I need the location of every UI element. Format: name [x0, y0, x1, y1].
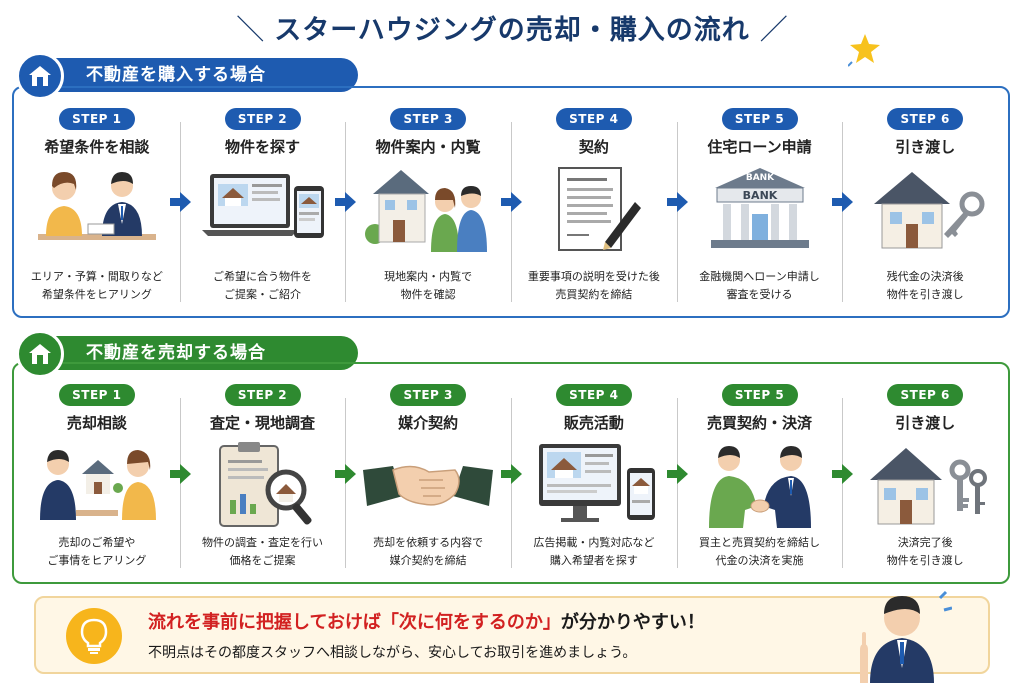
step-badge: STEP 5 — [721, 384, 798, 406]
clipboard-magnifier-icon — [218, 442, 312, 527]
title-deco-left: ＼ — [236, 13, 265, 46]
step-description: 売却のご希望やご事情をヒアリング — [47, 536, 147, 567]
sell-step-1: STEP 1 売却相談 売却のご希望やご事情をヒアリング — [14, 364, 191, 582]
step-title: 媒介契約 — [398, 414, 459, 432]
step-description: ご希望に合う物件をご提案・ご紹介 — [213, 270, 312, 301]
bank-sign-text: BANK — [745, 173, 774, 183]
house-keys-icon — [870, 448, 988, 525]
step-title: 住宅ローン申請 — [707, 138, 812, 156]
buy-steps: STEP 1 希望条件を相談 エリア・予算・間取りなど希望条件をヒアリング ST… — [14, 88, 1008, 316]
title-deco-right: ／ — [759, 13, 788, 46]
arrow-right-icon — [169, 192, 191, 212]
laptop-phone-icon — [201, 174, 324, 238]
star-icon — [848, 34, 880, 67]
step-title: 販売活動 — [563, 414, 624, 432]
step-title: 引き渡し — [895, 138, 956, 156]
sell-heading-label: 不動産を売却する場合 — [46, 336, 358, 370]
buy-step-2: STEP 2 物件を探す ご希望に合う物件をご提案・ご紹介 — [179, 88, 357, 316]
step-description: 物件の調査・査定を行い価格をご提案 — [202, 536, 323, 567]
handshake-icon — [363, 465, 494, 506]
house-icon — [16, 330, 64, 378]
sell-step-4: STEP 4 販売活動 広告掲載・内覧対応など購入希望者を探す — [511, 364, 688, 582]
title-row: ＼ スターハウジングの売却・購入の流れ ／ — [0, 8, 1024, 52]
step-badge: STEP 1 — [58, 384, 135, 406]
house-key-icon — [874, 172, 985, 249]
step-description: 金融機関へローン申請し審査を受ける — [699, 270, 820, 301]
step-description: 決済完了後物件を引き渡し — [886, 536, 964, 567]
tip-sub-text: 不明点はその都度スタッフへ相談しながら、安心してお取引を進めましょう。 — [148, 645, 637, 661]
step-title: 物件案内・内覧 — [375, 138, 481, 156]
house-visit-icon — [365, 170, 488, 252]
arrow-right-icon — [832, 192, 854, 212]
arrow-right-icon — [501, 464, 523, 484]
arrow-right-icon — [501, 192, 523, 212]
bank-icon: BANK BANK — [710, 168, 809, 248]
arrow-right-icon — [832, 464, 854, 484]
contract-pen-icon — [557, 167, 641, 251]
arrow-right-icon — [169, 464, 191, 484]
sell-step-6: STEP 6 引き渡し 決済完了後物件を引き渡し — [842, 364, 1008, 582]
sell-section: STEP 1 売却相談 売却のご希望やご事情をヒアリング STEP 2 査定・現… — [12, 362, 1010, 584]
arrow-right-icon — [666, 192, 688, 212]
step-title: 査定・現地調査 — [210, 414, 316, 432]
lightbulb-icon — [66, 608, 122, 664]
step-title: 契約 — [578, 138, 609, 156]
sell-step-5: STEP 5 売買契約・決済 買主と売買契約を締結し代金の決済を実施 — [676, 364, 854, 582]
step-badge: STEP 4 — [555, 384, 632, 406]
monitor-phone-icon — [538, 444, 655, 522]
step-badge: STEP 3 — [390, 108, 467, 130]
buy-step-1: STEP 1 希望条件を相談 エリア・予算・間取りなど希望条件をヒアリング — [14, 88, 191, 316]
step-description: 重要事項の説明を受けた後売買契約を締結 — [527, 270, 660, 301]
business-handshake-icon — [708, 446, 811, 528]
sell-step-2: STEP 2 査定・現地調査 物件の調査・査定を行い価格をご提案 — [179, 364, 357, 582]
consultation-icon — [37, 172, 156, 240]
buy-step-5: STEP 5 住宅ローン申請 BANK BANK 金融機関へローン申請し審査を受… — [676, 88, 854, 316]
arrow-right-icon — [335, 464, 357, 484]
buy-step-4: STEP 4 契約 重要事項の説明を受けた後売買契約を締結 — [511, 88, 688, 316]
step-badge: STEP 6 — [887, 384, 964, 406]
page-title: スターハウジングの売却・購入の流れ — [274, 15, 750, 46]
step-description: 売却を依頼する内容で媒介契約を締結 — [373, 536, 484, 567]
step-badge: STEP 2 — [224, 384, 301, 406]
step-title: 売買契約・決済 — [707, 414, 813, 432]
step-description: 広告掲載・内覧対応など購入希望者を探す — [533, 536, 655, 567]
step-description: エリア・予算・間取りなど希望条件をヒアリング — [30, 270, 163, 301]
sell-step-3: STEP 3 媒介契約 売却を依頼する内容で媒介契約を締結 — [345, 364, 523, 582]
tip-box: 流れを事前に把握しておけば「次に何をするのか」が分かりやすい！ 不明点はその都度… — [34, 596, 990, 674]
consultation-house-icon — [39, 450, 156, 520]
step-badge: STEP 5 — [721, 108, 798, 130]
sell-steps: STEP 1 売却相談 売却のご希望やご事情をヒアリング STEP 2 査定・現… — [14, 364, 1008, 582]
step-badge: STEP 4 — [555, 108, 632, 130]
bank-sign-text: BANK — [742, 189, 777, 202]
house-icon — [16, 52, 64, 100]
arrow-right-icon — [335, 192, 357, 212]
step-description: 買主と売買契約を締結し代金の決済を実施 — [699, 536, 821, 567]
step-badge: STEP 2 — [224, 108, 301, 130]
step-title: 引き渡し — [895, 414, 956, 432]
arrow-right-icon — [666, 464, 688, 484]
step-title: 希望条件を相談 — [44, 138, 150, 156]
step-title: 物件を探す — [225, 138, 301, 156]
step-description: 現地案内・内覧で物件を確認 — [384, 270, 473, 301]
buy-step-3: STEP 3 物件案内・内覧 現地案内・内覧で物件を確認 — [345, 88, 523, 316]
step-badge: STEP 6 — [887, 108, 964, 130]
buy-step-6: STEP 6 引き渡し 残代金の決済後物件を引き渡し — [842, 88, 1008, 316]
step-badge: STEP 3 — [390, 384, 467, 406]
step-badge: STEP 1 — [58, 108, 135, 130]
step-title: 売却相談 — [66, 414, 127, 432]
step-description: 残代金の決済後物件を引き渡し — [886, 270, 964, 301]
tip-main-text: 流れを事前に把握しておけば「次に何をするのか」が分かりやすい！ — [148, 612, 705, 633]
staff-pointing-icon — [860, 590, 952, 683]
buy-section: STEP 1 希望条件を相談 エリア・予算・間取りなど希望条件をヒアリング ST… — [12, 86, 1010, 318]
